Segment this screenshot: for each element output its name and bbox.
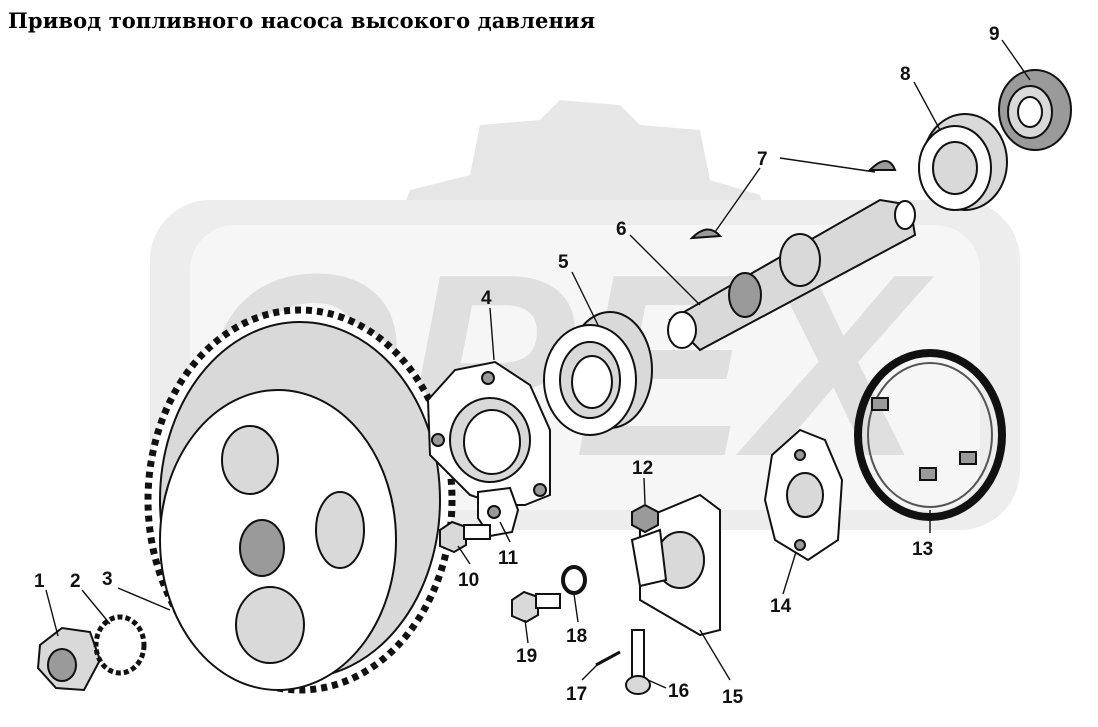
part-flange [426, 360, 551, 506]
part-lock-washer [93, 614, 147, 676]
callout-5: 5 [558, 252, 569, 273]
callout-11: 11 [498, 548, 519, 569]
part-pin [595, 650, 621, 667]
callout-13: 13 [912, 539, 933, 560]
callout-3: 3 [102, 569, 113, 590]
callout-16: 16 [668, 681, 689, 702]
part-small-bearing [998, 69, 1072, 151]
part-woodruff-keys [689, 160, 897, 240]
diagram-title: Привод топливного насоса высокого давлен… [8, 8, 596, 33]
part-shaft [667, 198, 917, 352]
part-nut [36, 626, 102, 692]
callout-18: 18 [566, 626, 587, 647]
callout-8: 8 [900, 64, 911, 85]
part-ball-bearing [543, 311, 653, 436]
callout-9: 9 [989, 24, 1000, 45]
part-bolt-19 [511, 590, 561, 624]
callout-6: 6 [616, 219, 627, 240]
callout-19: 19 [516, 646, 537, 667]
callout-17: 17 [566, 684, 587, 705]
callout-10: 10 [458, 570, 479, 591]
callout-7: 7 [757, 149, 768, 170]
part-clamp-bracket [630, 493, 721, 637]
part-large-gear [144, 306, 456, 694]
callout-labels: 1 2 3 4 5 6 7 8 9 10 11 12 13 14 15 16 1… [34, 24, 1000, 708]
part-small-nut [631, 503, 659, 534]
callout-14: 14 [770, 596, 792, 617]
leader-lines [45, 39, 1031, 689]
callout-2: 2 [70, 571, 81, 592]
callout-1: 1 [34, 571, 45, 592]
part-washer [561, 565, 587, 595]
part-screw [625, 629, 651, 695]
callout-4: 4 [481, 288, 492, 309]
callout-15: 15 [722, 687, 744, 708]
part-bolt-10 [439, 520, 491, 554]
callout-12: 12 [632, 458, 653, 479]
part-roller-bearing [918, 113, 1008, 211]
part-plate [763, 428, 844, 562]
